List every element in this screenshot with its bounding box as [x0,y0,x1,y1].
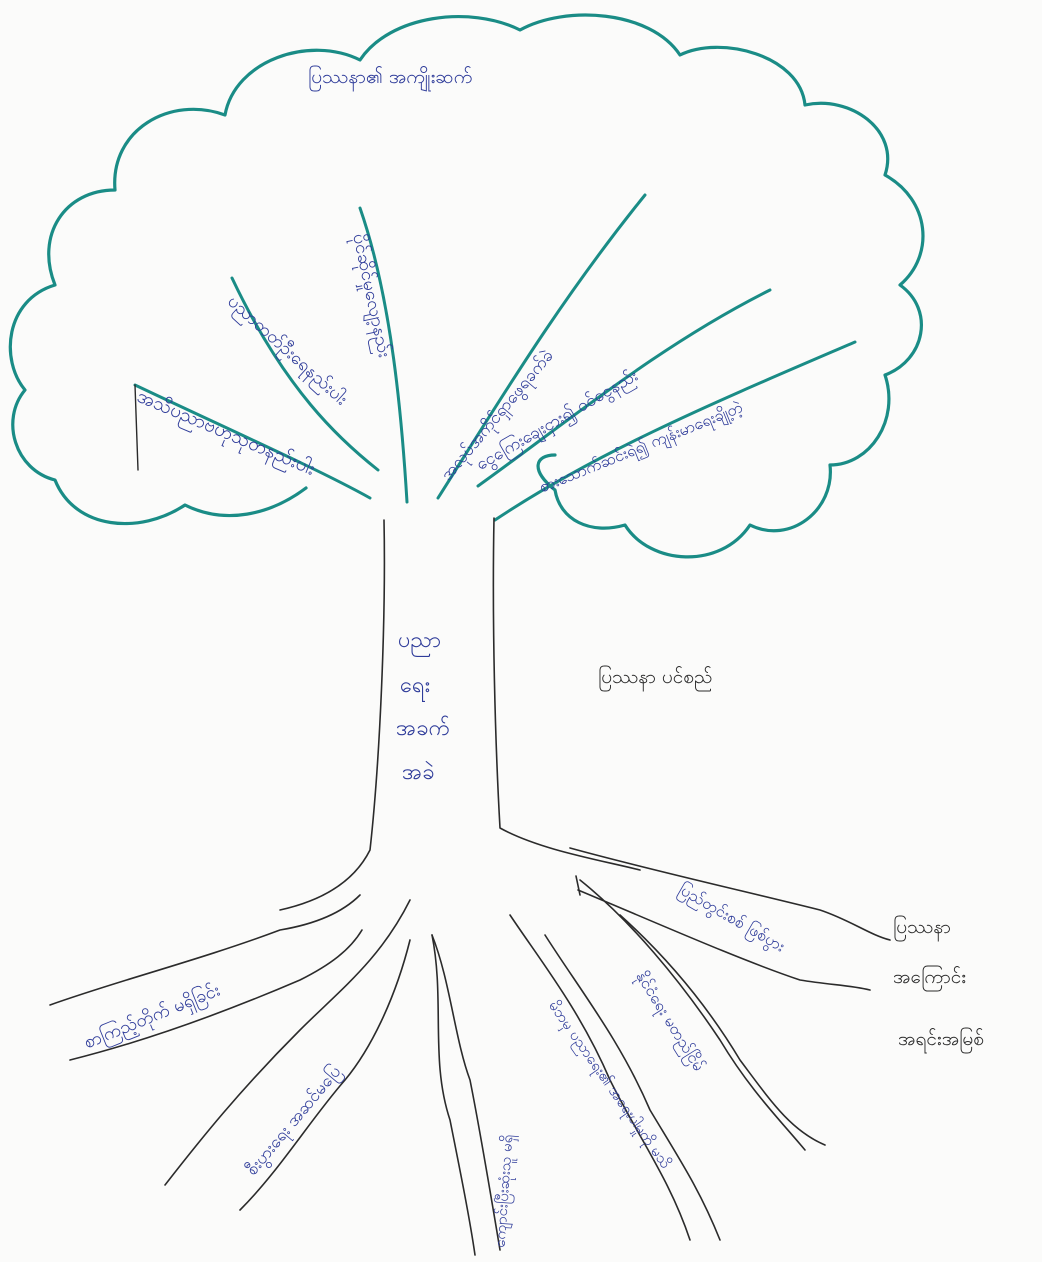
root-cause-label-line-1: ပြဿနာ [893,916,951,938]
root-cause-label-line-2: အကြောင်း [893,966,967,988]
trunk-right-edge [492,517,641,871]
branch-line-1b [134,384,139,471]
root-edge-1a [49,894,361,1006]
branch-line-6 [493,340,857,522]
trunk-label-line-3: အခက် [396,716,451,741]
root-edge-4b [544,934,721,1241]
problem-stem-label: ပြဿနာ ပင်စည် [598,666,713,688]
root-edge-5b [619,914,826,1146]
root-edge-5a [579,879,806,1151]
root-edge-2a [164,899,411,1186]
branch-line-2 [230,276,380,472]
root-edge-3b [431,934,476,1256]
root-edge-3a [431,934,501,1251]
branch-line-5 [476,288,772,488]
trunk-label-line-1: ပညာ [398,628,441,653]
root-tip [575,875,581,896]
branch-line-4 [436,193,647,500]
root-edge-6a [569,847,891,941]
branch-line-1 [133,383,372,500]
root-edge-6b [577,889,871,991]
root-edge-2b [239,939,411,1211]
trunk-left-edge [279,519,386,911]
root-cause-label-line-3: အရင်းအမြစ် [898,1028,984,1050]
branch-line-3 [358,206,409,504]
root-edge-1b [69,929,363,1061]
canopy-title: ပြဿနာ၏ အကျိုးဆက် [308,66,473,88]
trunk-label-line-2: ရေး [400,673,431,698]
trunk-label-line-4: အခဲ [402,760,435,785]
canopy-outline [8,13,925,559]
root-edge-4a [509,914,691,1241]
